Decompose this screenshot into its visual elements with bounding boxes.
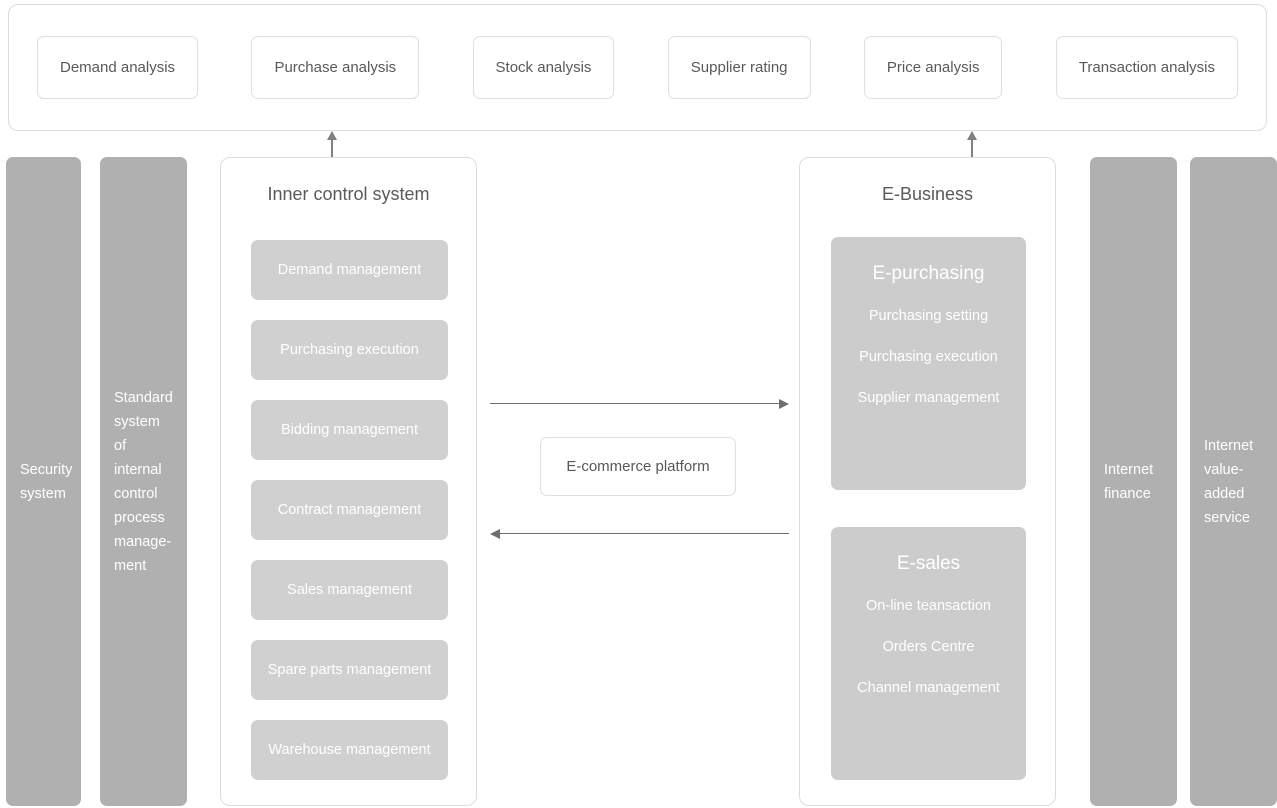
side-bar-internet-finance-label: Internet finance [1104,461,1154,502]
side-bar-internet-value-added-service[interactable]: Internet value-added service [1190,157,1277,806]
group-box-e-sales[interactable]: E-sales On-line teansaction Orders Centr… [831,527,1026,780]
arrow-head [327,131,337,140]
group-box-e-sales-title: E-sales [896,553,961,574]
arrow-head [490,529,500,539]
group-box-e-purchasing[interactable]: E-purchasing Purchasing setting Purchasi… [831,237,1026,490]
arrow-up-icon-e-business [965,131,979,157]
side-bar-security-system-label: Security system [20,461,73,502]
module-chip-sales-management[interactable]: Sales management [251,560,448,620]
e-commerce-platform-box[interactable]: E-commerce platform [540,437,736,496]
analysis-bar: Demand analysis Purchase analysis Stock … [8,4,1267,131]
module-chip-warehouse-management[interactable]: Warehouse management [251,720,448,780]
group-item-orders-centre[interactable]: Orders Centre [882,639,975,655]
group-item-purchasing-setting[interactable]: Purchasing setting [868,308,989,324]
flow-arrow-right-icon [490,399,789,409]
arrow-head [967,131,977,140]
arrow-head [779,399,789,409]
analysis-chip-demand[interactable]: Demand analysis [37,36,199,99]
group-item-purchasing-execution[interactable]: Purchasing execution [859,349,998,365]
flow-arrow-left-icon [490,529,789,539]
group-item-supplier-management[interactable]: Supplier management [857,390,1000,406]
arrow-shaft [499,533,789,535]
arrow-shaft [971,137,973,157]
panel-inner-control-system: Inner control system Demand management P… [220,157,477,806]
analysis-chip-purchase[interactable]: Purchase analysis [251,36,420,99]
panel-e-business-title: E-Business [881,184,974,204]
side-bar-internet-value-added-service-label: Internet value-added service [1204,437,1254,526]
side-bar-security-system[interactable]: Security system [6,157,81,806]
side-bar-standard-system-label: Standard system of internal control proc… [114,389,173,574]
panel-inner-control-system-title: Inner control system [267,184,430,204]
module-chip-demand-management[interactable]: Demand management [251,240,448,300]
group-item-online-transaction[interactable]: On-line teansaction [866,598,991,614]
arrow-shaft [490,403,780,405]
inner-control-module-list: Demand management Purchasing execution B… [251,240,448,800]
analysis-chip-price[interactable]: Price analysis [863,36,1003,99]
analysis-chip-stock[interactable]: Stock analysis [472,36,615,99]
panel-e-business: E-Business E-purchasing Purchasing setti… [799,157,1056,806]
group-box-e-sales-items: On-line teansaction Orders Centre Channe… [831,575,1026,708]
module-chip-bidding-management[interactable]: Bidding management [251,400,448,460]
group-box-e-purchasing-title: E-purchasing [872,263,985,284]
module-chip-contract-management[interactable]: Contract management [251,480,448,540]
analysis-chip-supplier-rating[interactable]: Supplier rating [667,36,811,99]
group-item-channel-management[interactable]: Channel management [857,680,1000,696]
module-chip-purchasing-execution[interactable]: Purchasing execution [251,320,448,380]
arrow-up-icon-inner-control [325,131,339,157]
group-box-e-purchasing-items: Purchasing setting Purchasing execution … [831,285,1026,418]
arrow-shaft [331,137,333,157]
side-bar-standard-system[interactable]: Standard system of internal control proc… [100,157,187,806]
analysis-chip-transaction[interactable]: Transaction analysis [1055,36,1238,99]
module-chip-spare-parts-management[interactable]: Spare parts management [251,640,448,700]
side-bar-internet-finance[interactable]: Internet finance [1090,157,1177,806]
